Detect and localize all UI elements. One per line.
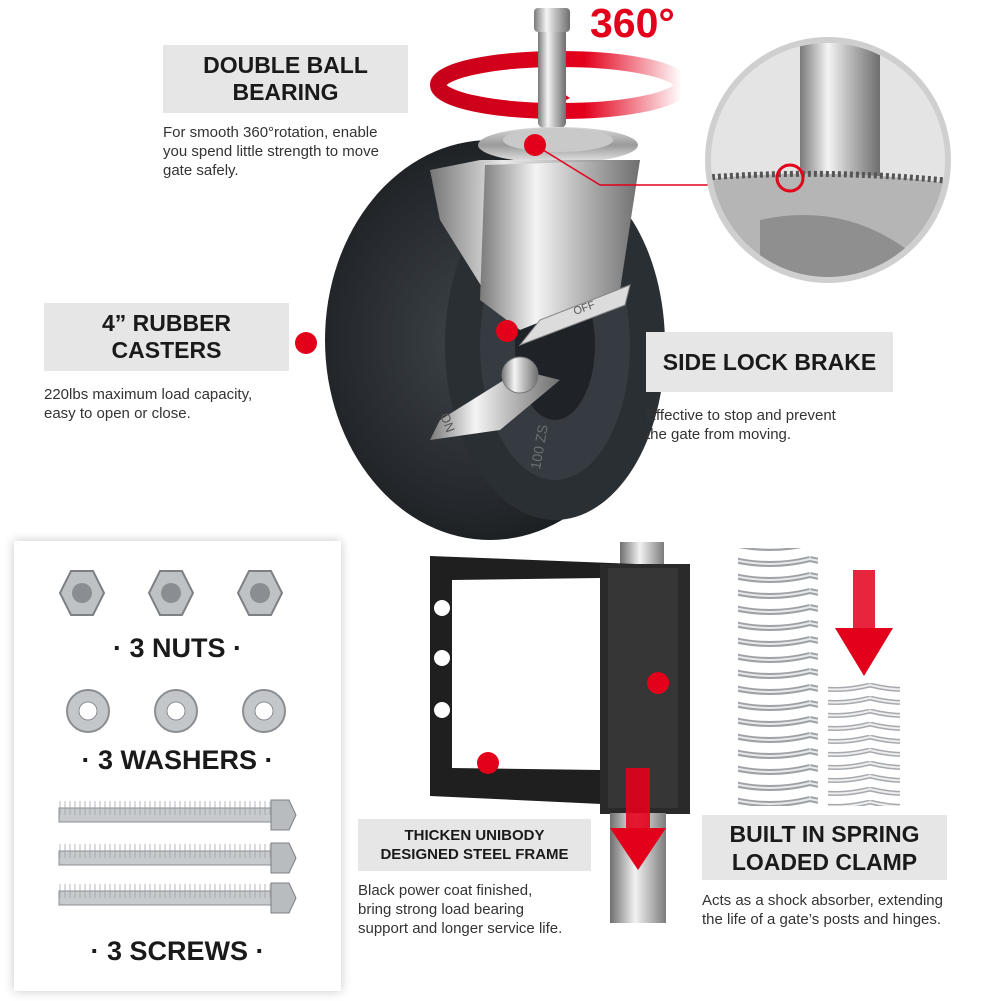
spring-desc-line1: Acts as a shock absorber, extending	[702, 892, 943, 909]
bearing-description: For smooth 360°rotation, enable you spen…	[163, 123, 423, 180]
washer-icon	[66, 689, 110, 733]
casters-title-box: 4” RUBBER CASTERS	[44, 303, 289, 371]
bearing-title-line2: BEARING	[232, 79, 339, 105]
casters-title-line2: CASTERS	[111, 337, 222, 363]
brake-desc-line2: the gate from moving.	[646, 426, 792, 443]
wheel-marking-text: 100 ZS	[527, 423, 551, 470]
spring-title-box: BUILT IN SPRING LOADED CLAMP	[702, 815, 947, 880]
brake-description: Effective to stop and prevent the gate f…	[646, 406, 906, 444]
spring-long-icon	[738, 548, 818, 806]
spring-compressed-icon	[828, 682, 900, 806]
spring-description: Acts as a shock absorber, extending the …	[702, 891, 997, 929]
washers-illustration	[66, 689, 286, 733]
brake-desc-line1: Effective to stop and prevent	[646, 407, 836, 424]
frame-callout-dot-upper	[647, 672, 669, 694]
brake-title-box: SIDE LOCK BRAKE	[646, 332, 893, 392]
caster-wheel-illustration: OFF ON 100 ZS	[325, 8, 951, 540]
frame-desc-line3: support and longer service life.	[358, 920, 563, 937]
screw-icon	[58, 799, 297, 831]
frame-title-line1: THICKEN UNIBODY	[404, 827, 545, 844]
nut-icon	[236, 570, 284, 616]
frame-title-line2: DESIGNED STEEL FRAME	[380, 846, 569, 863]
washer-icon	[242, 689, 286, 733]
frame-title-box: THICKEN UNIBODY DESIGNED STEEL FRAME	[358, 819, 591, 871]
bearing-desc-line2: you spend little strength to move	[163, 143, 379, 160]
screw-icon	[58, 842, 297, 874]
brake-title: SIDE LOCK BRAKE	[662, 348, 877, 375]
casters-desc-line2: easy to open or close.	[44, 405, 191, 422]
casters-callout-dot	[295, 332, 317, 354]
frame-desc-line1: Black power coat finished,	[358, 882, 533, 899]
rotation-degrees-label: 360°	[590, 0, 675, 46]
bearing-title-line1: DOUBLE BALL	[203, 52, 368, 78]
brake-callout-dot	[496, 320, 518, 342]
spring-desc-line2: the life of a gate’s posts and hinges.	[702, 911, 942, 928]
bearing-title-box: DOUBLE BALL BEARING	[163, 45, 408, 113]
nut-icon	[58, 570, 106, 616]
spring-title-line1: BUILT IN SPRING	[729, 820, 920, 847]
frame-callout-dot-lower	[477, 752, 499, 774]
hardware-kit-panel: · 3 NUTS · · 3 WASHERS · · 3 SCREWS ·	[14, 541, 341, 991]
springs-illustration	[738, 548, 900, 806]
frame-desc-line2: bring strong load bearing	[358, 901, 524, 918]
washer-icon	[154, 689, 198, 733]
casters-description: 220lbs maximum load capacity, easy to op…	[44, 385, 304, 423]
screws-label: · 3 SCREWS ·	[90, 936, 265, 966]
spring-title-line2: LOADED CLAMP	[731, 848, 918, 875]
frame-description: Black power coat finished, bring strong …	[358, 881, 618, 938]
bearing-zoom-inset	[705, 37, 951, 283]
brake-on-text: ON	[437, 411, 458, 434]
bearing-callout-dot	[524, 134, 546, 156]
bearing-desc-line3: gate safely.	[163, 162, 239, 179]
casters-title-line1: 4” RUBBER	[101, 310, 232, 336]
bearing-desc-line1: For smooth 360°rotation, enable	[163, 124, 378, 141]
washers-label: · 3 WASHERS ·	[81, 745, 274, 775]
screws-illustration	[58, 799, 297, 914]
steel-frame-illustration	[430, 542, 690, 923]
compress-arrow-icon	[835, 570, 893, 676]
screw-icon	[58, 882, 297, 914]
casters-desc-line1: 220lbs maximum load capacity,	[44, 386, 253, 403]
nut-icon	[147, 570, 195, 616]
nuts-illustration	[58, 570, 284, 616]
nuts-label: · 3 NUTS ·	[112, 633, 242, 663]
